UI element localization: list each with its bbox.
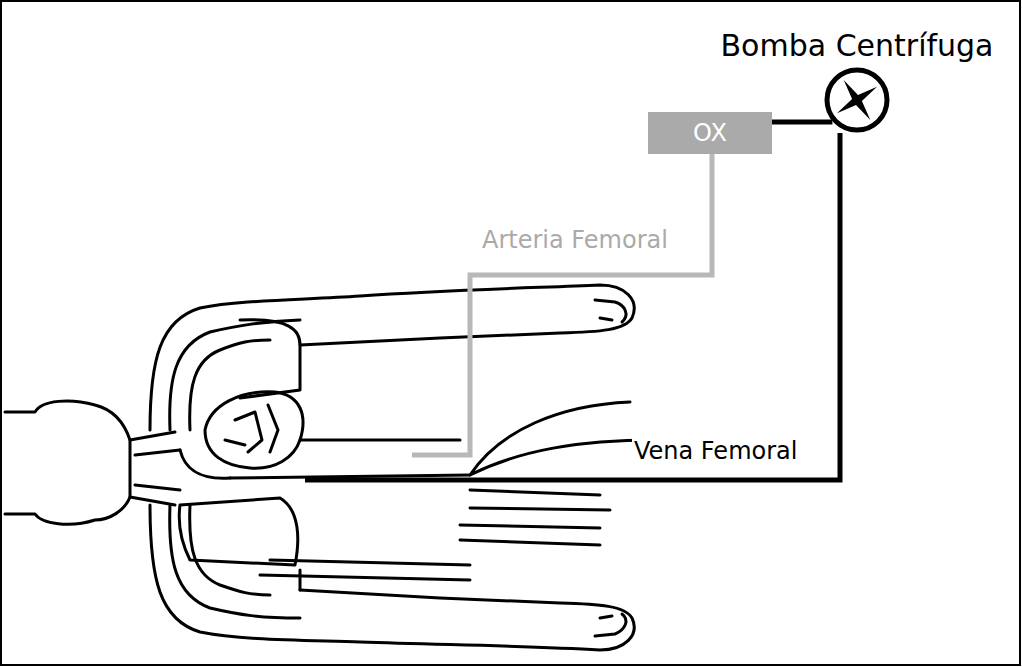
- pump-node: Bomba Centrífuga: [824, 67, 890, 133]
- pump-title: Bomba Centrífuga: [721, 28, 994, 63]
- venous-cannula: [305, 133, 840, 480]
- oxygenator-label: OX: [693, 119, 727, 147]
- pump-symbol: [824, 67, 890, 133]
- oxygenator-box: OX: [648, 112, 772, 154]
- arterial-cannula: [412, 154, 712, 455]
- tube-connector: [772, 122, 832, 123]
- vessel-label: Arteria Femoral: [480, 226, 670, 254]
- vessel-label: Vena Femoral: [632, 437, 799, 465]
